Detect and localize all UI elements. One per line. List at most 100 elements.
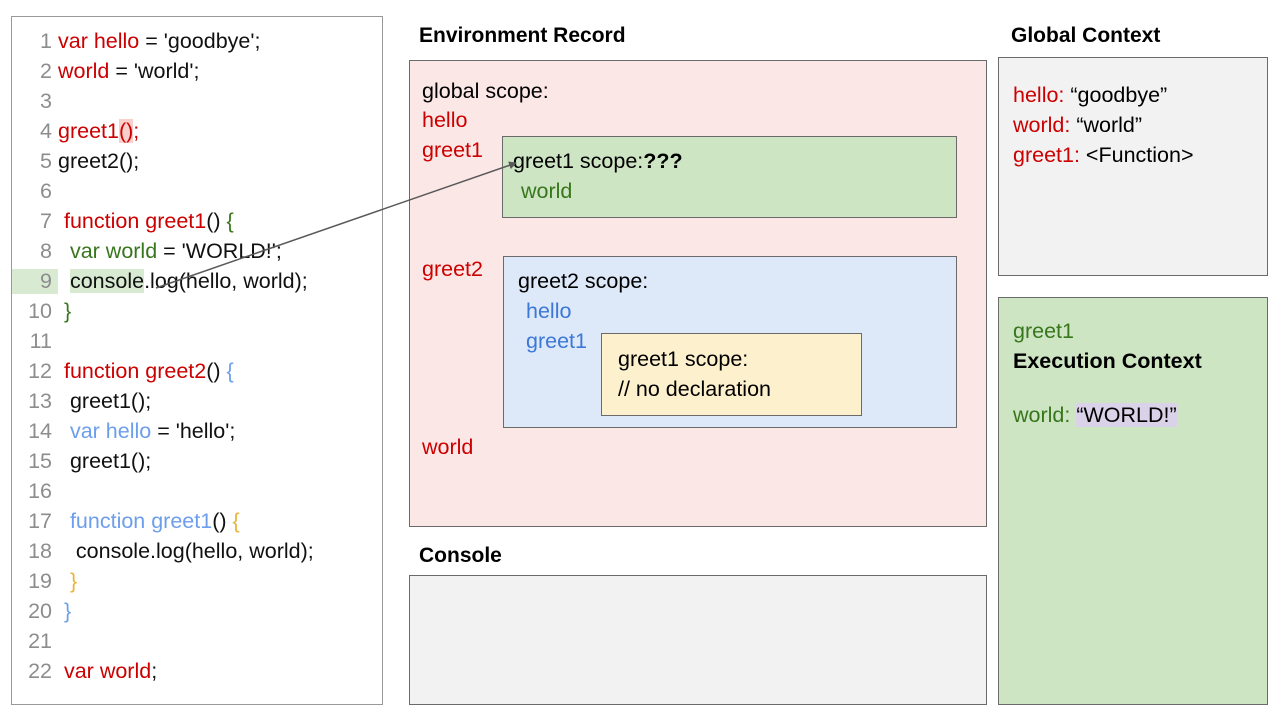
code-token: ; [133, 119, 140, 143]
global-context-entry-value: “goodbye” [1070, 83, 1168, 107]
line-number: 2 [40, 59, 52, 83]
code-line[interactable]: 17 function greet1() { [12, 509, 382, 539]
global-context-entry-key: hello: [1013, 83, 1065, 107]
code-line-content: greet1(); [58, 389, 151, 414]
code-line-content: var hello = 'hello'; [58, 419, 235, 444]
inner-greet1-scope-note: // no declaration [618, 377, 771, 401]
line-number: 19 [28, 569, 52, 593]
code-line-content: function greet1() { [58, 509, 240, 534]
global-binding-greet1: greet1 [422, 138, 483, 162]
code-token: function greet2 [58, 359, 207, 383]
greet1-scope-header-text: greet1 scope: [513, 149, 644, 173]
code-line[interactable]: 20 } [12, 599, 382, 629]
code-line[interactable]: 12 function greet2() { [12, 359, 382, 389]
code-line[interactable]: 21 [12, 629, 382, 659]
console-output-text [410, 576, 986, 596]
code-line[interactable]: 3 [12, 89, 382, 119]
code-token [58, 419, 70, 443]
line-number: 5 [40, 149, 52, 173]
code-line[interactable]: 15 greet1(); [12, 449, 382, 479]
line-number: 18 [28, 539, 52, 563]
code-token: = 'world'; [109, 59, 200, 83]
global-context-entry-value: <Function> [1085, 143, 1194, 167]
inner-greet1-scope-box: greet1 scope: // no declaration [601, 333, 862, 416]
code-line-content: console.log(hello, world); [58, 539, 314, 564]
code-token: .log(hello, world); [144, 269, 308, 293]
code-token: world [58, 59, 110, 83]
line-number: 16 [28, 479, 52, 503]
global-context-entry: hello: “goodbye” [1013, 80, 1267, 110]
code-line[interactable]: 8 var world = 'WORLD!'; [12, 239, 382, 269]
code-token [58, 509, 70, 533]
line-number: 22 [28, 659, 52, 683]
code-line[interactable]: 22 var world; [12, 659, 382, 689]
code-token [58, 269, 70, 293]
code-token: function greet1 [58, 209, 207, 233]
greet1-scope-binding-world: world [521, 179, 573, 203]
code-token: { [226, 359, 234, 383]
code-token: = 'WORLD!'; [157, 239, 282, 263]
code-line[interactable]: 10 } [12, 299, 382, 329]
line-number: 7 [40, 209, 52, 233]
code-token: { [232, 509, 240, 533]
line-number: 13 [28, 389, 52, 413]
code-line-content: function greet1() { [58, 209, 234, 234]
code-token: { [226, 209, 234, 233]
code-line[interactable]: 11 [12, 329, 382, 359]
code-line[interactable]: 7 function greet1() { [12, 209, 382, 239]
code-line-content: } [58, 569, 77, 594]
global-context-box: hello: “goodbye” world: “world” greet1: … [998, 57, 1268, 276]
code-line-content: world = 'world'; [58, 59, 199, 84]
global-context-title: Global Context [1011, 24, 1161, 47]
line-number: 3 [40, 89, 52, 113]
line-number: 20 [28, 599, 52, 623]
global-scope-label: global scope: [422, 79, 549, 103]
code-line-content: function greet2() { [58, 359, 234, 384]
code-line[interactable]: 9 console.log(hello, world); [12, 269, 382, 299]
code-token: greet1 [58, 119, 119, 143]
code-token: greet1(); [58, 449, 152, 473]
code-line-content: } [58, 599, 71, 624]
code-line-content: greet1(); [58, 449, 151, 474]
code-line[interactable]: 16 [12, 479, 382, 509]
code-line[interactable]: 13 greet1(); [12, 389, 382, 419]
code-token: () [212, 509, 233, 533]
console-output-box[interactable] [409, 575, 987, 705]
greet1-execution-context-box: greet1 Execution Context world: “WORLD!” [998, 297, 1268, 705]
code-token: greet2(); [58, 149, 140, 173]
line-number: 17 [28, 509, 52, 533]
code-token: console.log(hello, world); [58, 539, 314, 563]
line-number: 4 [40, 119, 52, 143]
code-token: } [63, 299, 72, 323]
code-line-content: var world = 'WORLD!'; [58, 239, 282, 264]
greet1-scope-header: greet1 scope:??? [513, 149, 683, 174]
code-line-content: greet1(); [58, 119, 139, 144]
code-line[interactable]: 14 var hello = 'hello'; [12, 419, 382, 449]
code-line-content: var world; [58, 659, 157, 684]
greet2-scope-header: greet2 scope: [518, 269, 649, 293]
global-binding-world: world [422, 435, 474, 459]
global-context-entry-value: “world” [1076, 113, 1143, 137]
global-context-entry-key: world: [1013, 113, 1071, 137]
line-number: 21 [28, 629, 52, 653]
code-token: ; [151, 659, 158, 683]
code-token: var world [69, 239, 158, 263]
line-number: 14 [28, 419, 52, 443]
code-token: var hello [58, 29, 140, 53]
code-line[interactable]: 19 } [12, 569, 382, 599]
code-line[interactable]: 18 console.log(hello, world); [12, 539, 382, 569]
code-token [58, 569, 70, 593]
code-line[interactable]: 6 [12, 179, 382, 209]
code-token: () [206, 359, 227, 383]
execution-context-entry-key: world: [1013, 403, 1071, 427]
code-token: greet1(); [58, 389, 152, 413]
code-token: } [69, 569, 78, 593]
line-number: 10 [28, 299, 52, 323]
code-token: function greet1 [69, 509, 213, 533]
code-token: () [118, 119, 134, 143]
